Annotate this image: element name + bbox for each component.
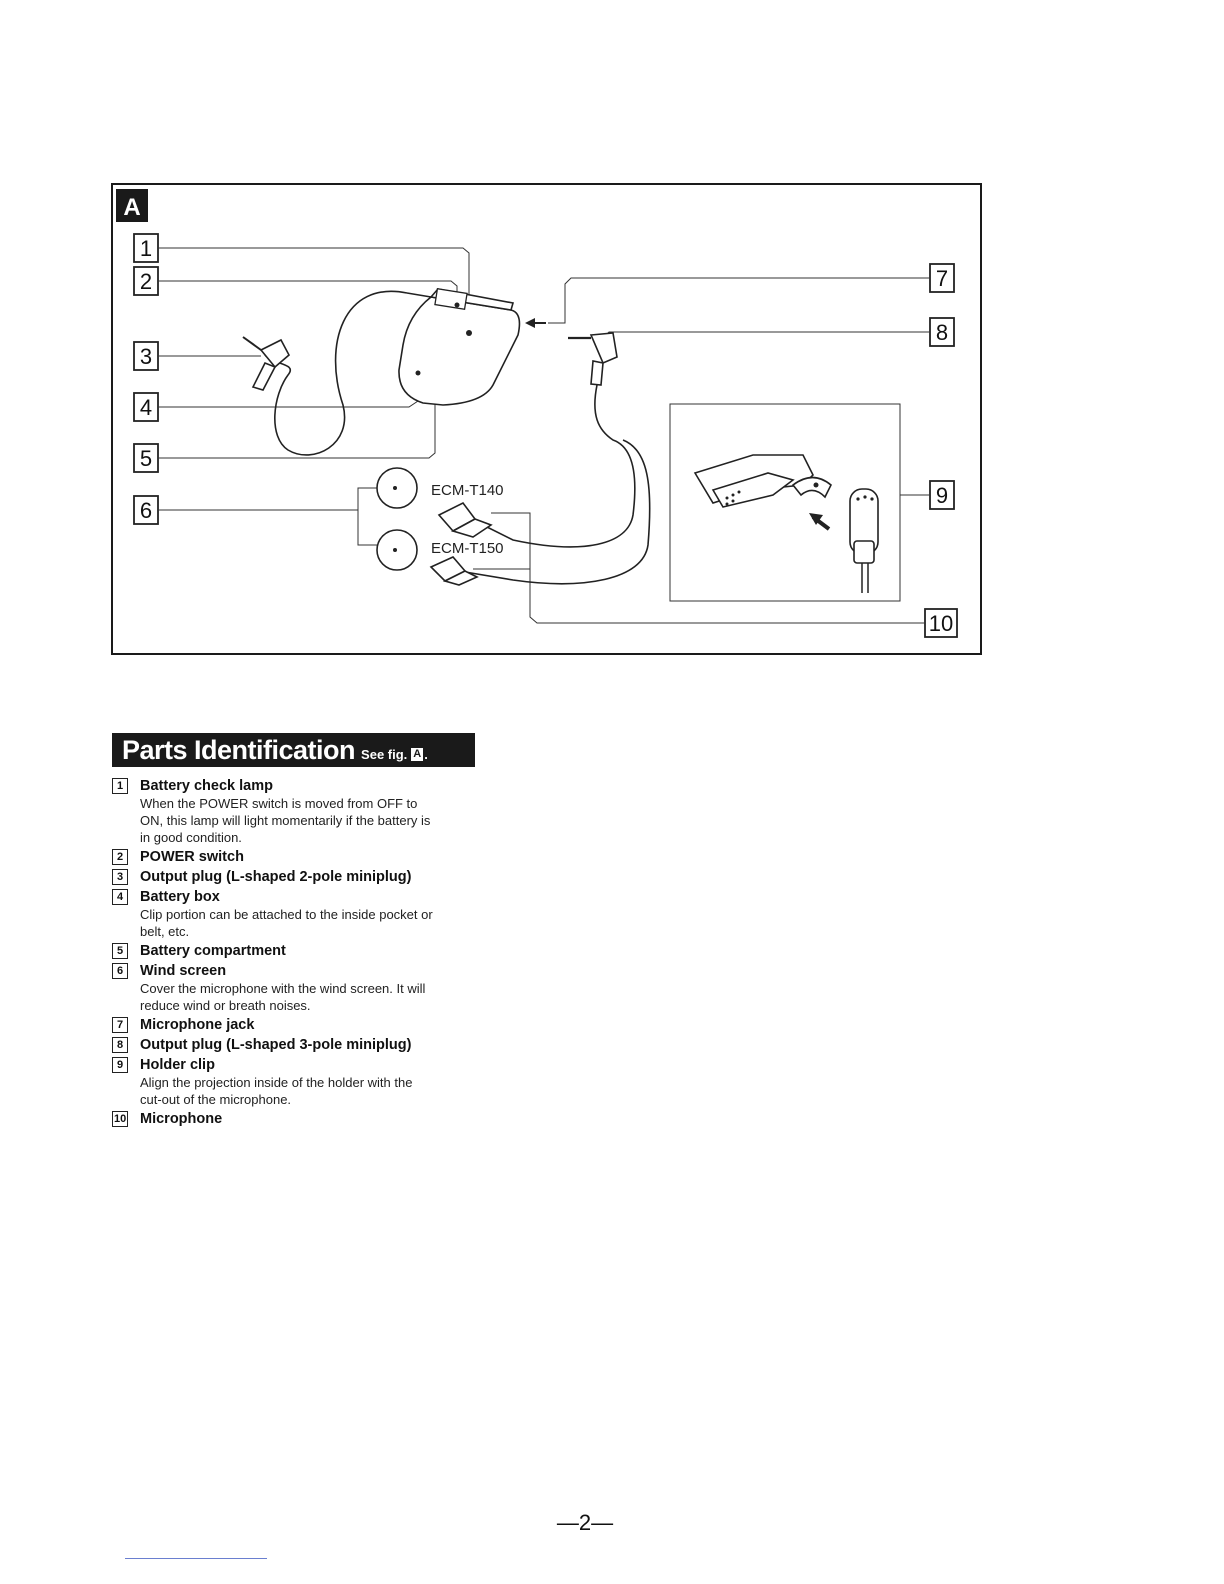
part-item: 8 Output plug (L-shaped 3-pole miniplug) (112, 1036, 492, 1054)
wind-screen-t150: ECM-T150 (376, 529, 504, 586)
part-name: Microphone jack (140, 1017, 255, 1033)
page-number: —2— (556, 1510, 614, 1535)
part-number: 7 (112, 1017, 128, 1033)
svg-text:1: 1 (140, 236, 152, 261)
output-plug-3pole (452, 332, 651, 585)
part-name: Output plug (L-shaped 2-pole miniplug) (140, 869, 412, 885)
part-description-line: reduce wind or breath noises. (140, 998, 311, 1013)
part-number: 4 (112, 889, 128, 905)
part-name: Holder clip (140, 1057, 215, 1073)
callout-8: 8 (929, 317, 955, 347)
holder-clip-inset (669, 403, 901, 602)
figure-label: A (116, 189, 148, 222)
banner-period: . (424, 746, 428, 762)
callout-1: 1 (133, 233, 159, 263)
part-number: 5 (112, 943, 128, 959)
svg-text:7: 7 (936, 266, 948, 291)
callout-3: 3 (133, 341, 159, 371)
part-description-line: Clip portion can be attached to the insi… (140, 907, 433, 922)
svg-text:10: 10 (929, 611, 953, 636)
part-name: Battery compartment (140, 943, 286, 959)
part-item: 7 Microphone jack (112, 1016, 492, 1034)
part-item: 10 Microphone (112, 1110, 492, 1128)
part-description-line: belt, etc. (140, 924, 190, 939)
figure-a: A 1 2 3 4 5 6 7 (111, 183, 982, 655)
svg-text:2: 2 (140, 269, 152, 294)
part-description-line: in good condition. (140, 830, 242, 845)
see-figure-text: See fig. (361, 746, 408, 762)
part-number: 3 (112, 869, 128, 885)
callout-4: 4 (133, 392, 159, 422)
section-banner: Parts Identification See fig. A . (112, 733, 475, 767)
part-description-line: ON, this lamp will light momentarily if … (140, 813, 431, 828)
part-number: 8 (112, 1037, 128, 1053)
callout-2: 2 (133, 266, 159, 296)
part-description-line: cut-out of the microphone. (140, 1092, 292, 1107)
figure-a-illustration: A 1 2 3 4 5 6 7 (116, 189, 958, 638)
part-item: 1 Battery check lamp When the POWER swit… (112, 777, 492, 846)
svg-text:6: 6 (140, 498, 152, 523)
callout-6: 6 (133, 495, 159, 525)
parts-list: 1 Battery check lamp When the POWER swit… (112, 777, 492, 1130)
wind-screen-t140: ECM-T140 (376, 467, 504, 538)
part-item: 3 Output plug (L-shaped 2-pole miniplug) (112, 868, 492, 886)
part-item: 6 Wind screen Cover the microphone with … (112, 962, 492, 1014)
svg-text:5: 5 (140, 446, 152, 471)
svg-text:ECM-T140: ECM-T140 (431, 482, 504, 499)
callout-7: 7 (929, 263, 955, 293)
svg-text:8: 8 (936, 320, 948, 345)
part-name: Microphone (140, 1111, 223, 1127)
svg-text:4: 4 (140, 395, 152, 420)
battery-box (242, 288, 546, 456)
section-title: Parts Identification (122, 734, 356, 765)
part-number: 1 (112, 778, 128, 794)
part-description-line: Cover the microphone with the wind scree… (140, 981, 426, 996)
callout-9: 9 (929, 480, 955, 510)
part-item: 2 POWER switch (112, 848, 492, 866)
part-item: 5 Battery compartment (112, 942, 492, 960)
callout-5: 5 (133, 443, 159, 473)
svg-text:ECM-T150: ECM-T150 (431, 540, 504, 557)
part-item: 4 Battery box Clip portion can be attach… (112, 888, 492, 940)
leader-lines (158, 247, 930, 624)
part-number: 9 (112, 1057, 128, 1073)
part-name: Wind screen (140, 963, 227, 979)
part-description-line: Align the projection inside of the holde… (140, 1075, 413, 1090)
part-name: Output plug (L-shaped 3-pole miniplug) (140, 1037, 412, 1053)
part-item: 9 Holder clip Align the projection insid… (112, 1056, 492, 1108)
svg-text:3: 3 (140, 344, 152, 369)
svg-text:9: 9 (936, 483, 948, 508)
part-name: POWER switch (140, 849, 244, 865)
part-description-line: When the POWER switch is moved from OFF … (140, 796, 418, 811)
figure-reference: A (411, 747, 424, 761)
footer-rule (125, 1558, 267, 1559)
part-number: 6 (112, 963, 128, 979)
part-name: Battery check lamp (140, 778, 273, 794)
part-number: 2 (112, 849, 128, 865)
part-number: 10 (112, 1111, 129, 1127)
callout-10: 10 (924, 608, 958, 638)
part-name: Battery box (140, 889, 220, 905)
svg-text:A: A (123, 194, 140, 221)
